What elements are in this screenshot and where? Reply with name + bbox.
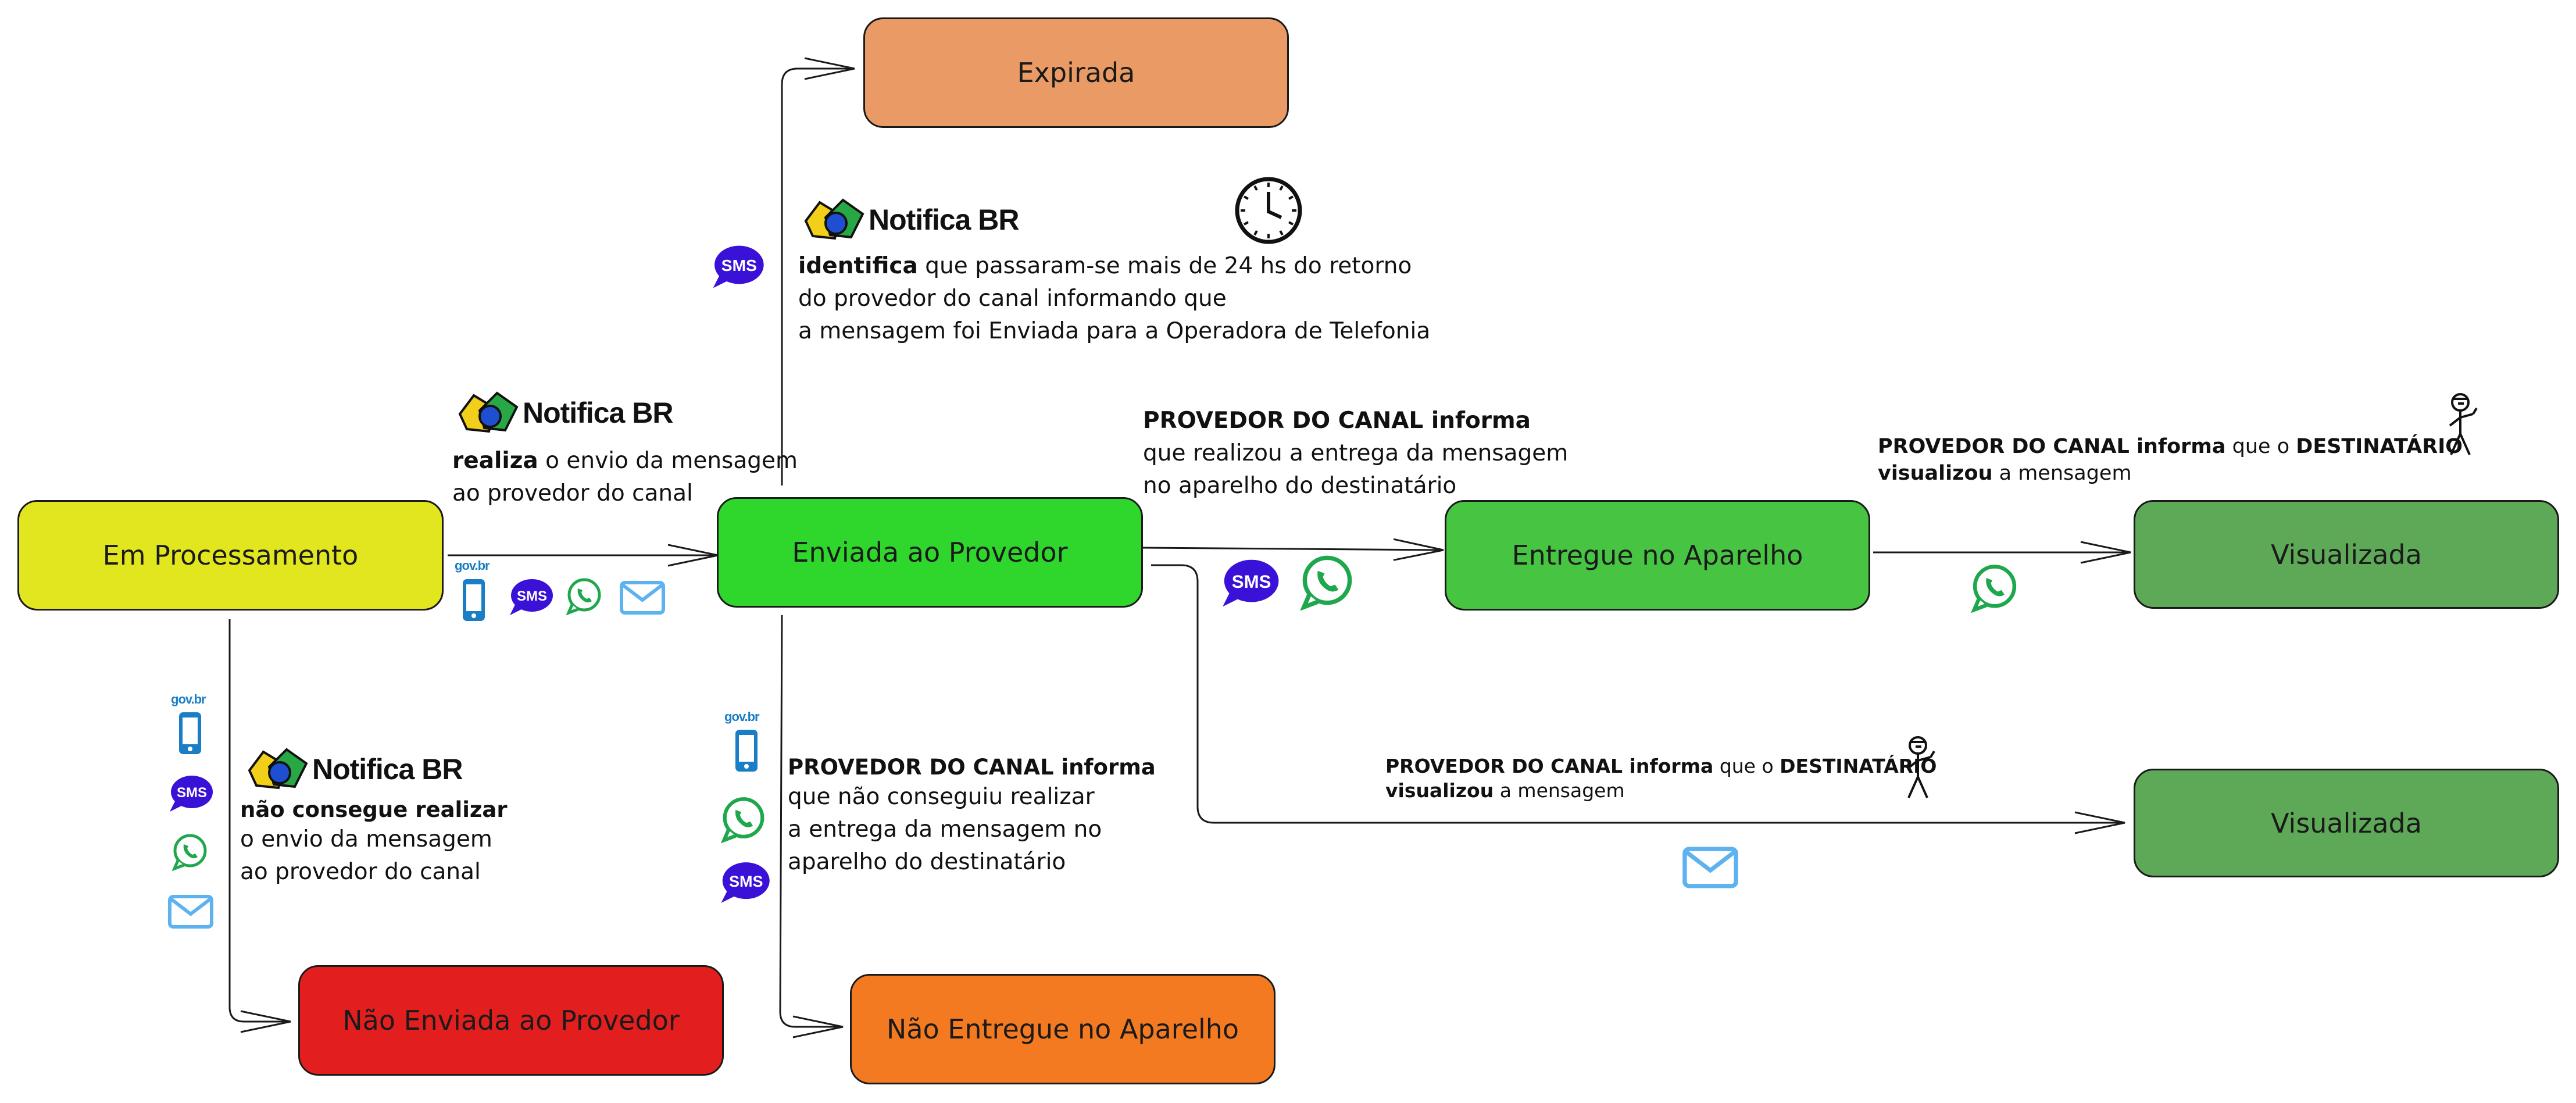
arrow-enviada-to-visualizada-bottom [1151, 564, 2125, 834]
email-icon [1682, 847, 1738, 888]
notifica-br-logo: Notifica BR [802, 198, 1019, 242]
sms-icon: SMS [1223, 559, 1279, 607]
arrow-processamento-to-nao-enviada [228, 619, 291, 1033]
notifica-br-mark-icon [804, 198, 864, 240]
notifica-br-wordmark: Notifica BR [523, 397, 673, 429]
sms-icon: SMS [713, 245, 764, 288]
notifica-br-logo: Notifica BR [456, 391, 673, 435]
phone-icon [463, 579, 485, 621]
label-nao-envio: não consegue realizar o envio da mensage… [240, 797, 508, 885]
label-expira: identifica que passaram-se mais de 24 hs… [798, 253, 1431, 344]
sms-icon: SMS [170, 776, 213, 812]
svg-text:SMS: SMS [177, 785, 207, 801]
label-envio: realiza o envio da mensagem ao provedor … [452, 448, 798, 506]
phone-icon [735, 730, 758, 772]
label-visualizacao-bottom: PROVEDOR DO CANAL informa que o DESTINAT… [1385, 755, 1937, 802]
govbr-logo-icon: gov.br [724, 709, 760, 724]
arrow-enviada-to-nao-entregue [779, 615, 844, 1038]
notifica-br-wordmark: Notifica BR [312, 753, 463, 786]
state-expirada: Expirada [863, 17, 1289, 128]
state-entregue-no-aparelho: Entregue no Aparelho [1445, 500, 1870, 611]
arrow-enviada-to-expirada [781, 57, 855, 486]
clock-icon [1235, 177, 1302, 244]
state-label: Visualizada [2271, 807, 2422, 839]
whatsapp-icon [1971, 565, 2017, 613]
whatsapp-icon [720, 797, 764, 843]
svg-text:SMS: SMS [517, 588, 547, 604]
email-icon [620, 581, 665, 615]
svg-text:SMS: SMS [721, 256, 757, 274]
state-label: Enviada ao Provedor [792, 537, 1068, 568]
email-icon [168, 895, 213, 929]
govbr-logo-icon: gov.br [455, 558, 490, 573]
svg-text:SMS: SMS [729, 873, 763, 890]
whatsapp-icon [1300, 555, 1352, 611]
recipient-person-icon [2449, 393, 2478, 455]
svg-text:SMS: SMS [1232, 572, 1271, 592]
state-nao-entregue-no-aparelho: Não Entregue no Aparelho [850, 974, 1276, 1084]
sms-icon: SMS [721, 862, 770, 903]
label-nao-entrega: PROVEDOR DO CANAL informa que não conseg… [788, 755, 1156, 875]
state-label: Não Enviada ao Provedor [342, 1005, 680, 1036]
phone-icon [179, 712, 201, 754]
sms-icon: SMS [510, 579, 553, 615]
state-visualizada-bottom: Visualizada [2134, 769, 2559, 877]
arrow-enviada-to-entregue [1142, 538, 1444, 561]
state-label: Em Processamento [102, 540, 359, 571]
whatsapp-icon [566, 578, 601, 615]
govbr-logo-icon: gov.br [171, 692, 206, 706]
state-nao-enviada-ao-provedor: Não Enviada ao Provedor [298, 965, 724, 1076]
notifica-br-mark-icon [248, 748, 308, 790]
state-enviada-ao-provedor: Enviada ao Provedor [717, 497, 1143, 608]
state-label: Não Entregue no Aparelho [886, 1013, 1239, 1045]
recipient-person-icon [1906, 736, 1935, 798]
state-label: Visualizada [2271, 538, 2422, 570]
state-visualizada-top: Visualizada [2134, 500, 2559, 609]
state-label: Entregue no Aparelho [1512, 540, 1803, 571]
whatsapp-icon [172, 834, 207, 871]
state-label: Expirada [1017, 57, 1135, 88]
notifica-br-mark-icon [458, 391, 519, 433]
notifica-br-wordmark: Notifica BR [869, 204, 1019, 236]
state-em-processamento: Em Processamento [17, 500, 444, 611]
label-visualizacao-top: PROVEDOR DO CANAL informa que o DESTINAT… [1878, 435, 2463, 485]
label-entrega: PROVEDOR DO CANAL informa que realizou a… [1143, 408, 1569, 499]
notifica-br-logo: Notifica BR [246, 747, 463, 791]
